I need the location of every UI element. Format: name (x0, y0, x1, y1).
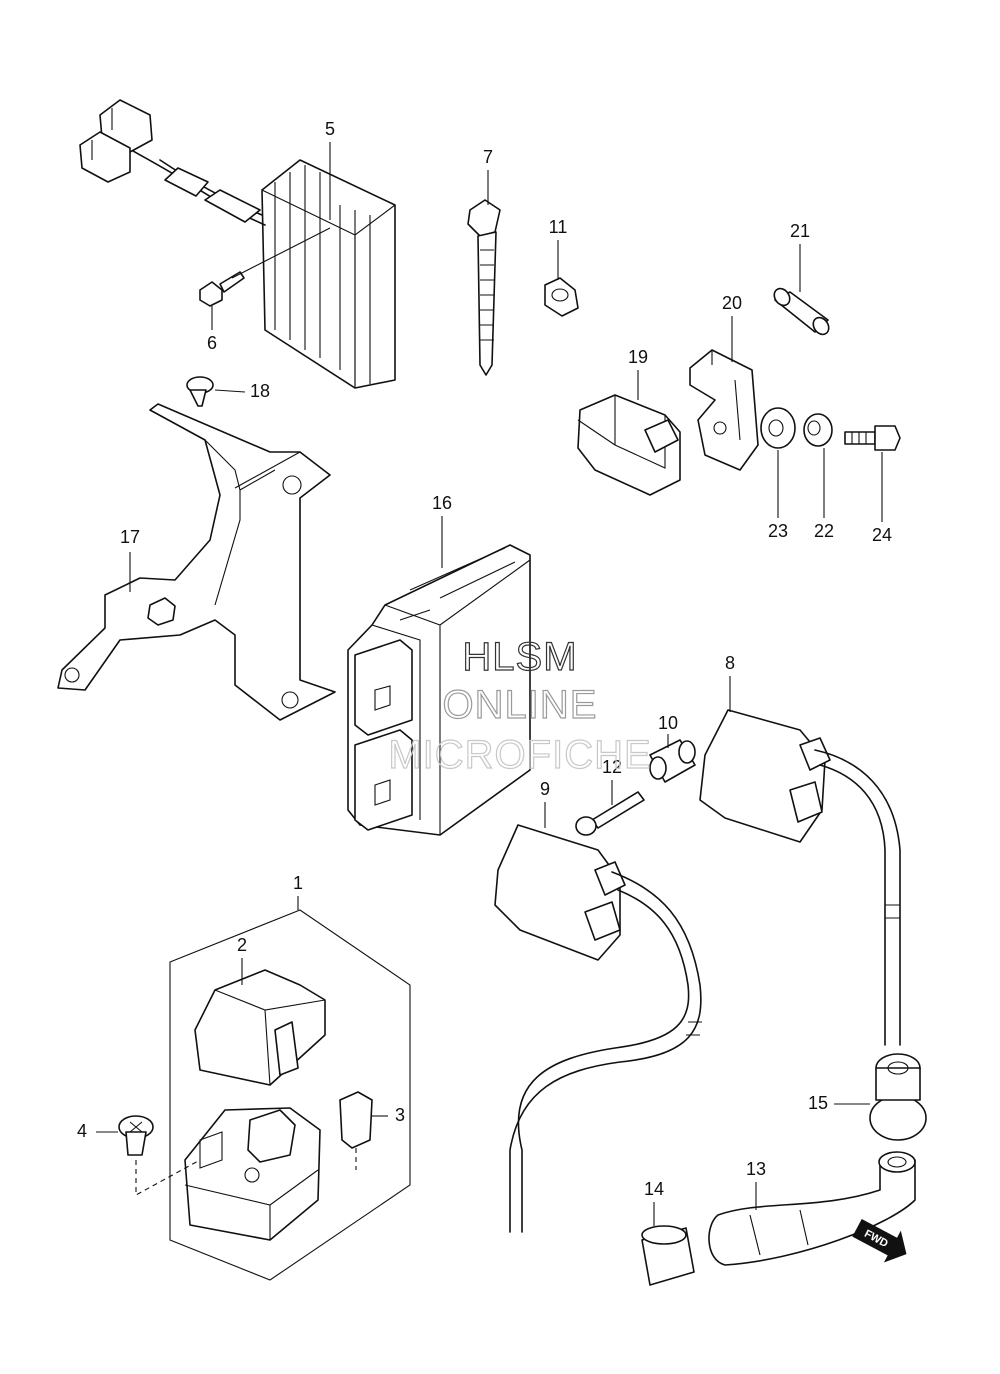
part-19-relay[interactable] (577, 394, 681, 496)
callout-20: 20 (722, 293, 742, 313)
part-11-clip[interactable] (544, 277, 579, 317)
watermark-line3: MICROFICHE (388, 733, 651, 777)
callout-14: 14 (644, 1179, 664, 1199)
part-13-plug-cap[interactable] (708, 1151, 916, 1266)
part-6-bolt[interactable] (199, 271, 245, 307)
callout-2: 2 (237, 935, 247, 955)
part-23-grommet[interactable] (760, 407, 796, 449)
callout-12: 12 (602, 757, 622, 777)
watermark-line1: HLSM (462, 635, 577, 679)
part-17-bracket[interactable] (57, 403, 336, 721)
part-18-screw[interactable] (186, 376, 214, 407)
callout-5: 5 (325, 119, 335, 139)
callout-17: 17 (120, 527, 140, 547)
callout-4: 4 (77, 1121, 87, 1141)
callout-7: 7 (483, 147, 493, 167)
part-16-ecm[interactable] (347, 544, 531, 836)
part-22-spacer[interactable] (803, 413, 833, 447)
fwd-arrow-icon: FWD (852, 1218, 907, 1263)
watermark-line2: ONLINE (443, 683, 598, 727)
callout-22: 22 (814, 521, 834, 541)
leader-18 (214, 389, 246, 393)
part-10-collar[interactable] (649, 739, 696, 783)
watermark: HLSM ONLINE MICROFICHE (388, 634, 652, 777)
part-7-cable-tie[interactable] (467, 199, 501, 376)
callout-16: 16 (432, 493, 452, 513)
part-9-ignition-coil[interactable] (494, 824, 702, 1233)
fuse-box-base[interactable] (184, 1107, 321, 1241)
callout-8: 8 (725, 653, 735, 673)
callout-21: 21 (790, 221, 810, 241)
callout-6: 6 (207, 333, 217, 353)
leader-4b (135, 1159, 201, 1196)
callout-13: 13 (746, 1159, 766, 1179)
callout-11: 11 (549, 217, 568, 237)
callout-15: 15 (808, 1093, 828, 1113)
callout-9: 9 (540, 779, 550, 799)
callout-3: 3 (395, 1105, 405, 1125)
callout-18: 18 (250, 381, 270, 401)
callout-24: 24 (872, 525, 892, 545)
callout-23: 23 (768, 521, 788, 541)
part-1-fuse-box-group (169, 909, 411, 1281)
part-5-regulator[interactable] (79, 99, 396, 389)
part-8-ignition-coil[interactable] (699, 709, 901, 1046)
part-4-screw[interactable] (118, 1115, 154, 1156)
callout-19: 19 (628, 347, 648, 367)
callout-10: 10 (658, 713, 678, 733)
part-12-bolt[interactable] (575, 791, 645, 836)
leader-6b (231, 227, 331, 279)
part-2-cover[interactable] (194, 969, 326, 1086)
callout-1: 1 (293, 873, 303, 893)
part-15-cap[interactable] (869, 1053, 927, 1141)
part-20-bracket[interactable] (689, 349, 759, 471)
part-24-bolt[interactable] (844, 425, 901, 451)
part-14-seal[interactable] (641, 1225, 695, 1286)
part-21-collar[interactable] (771, 286, 832, 338)
part-3-fuse[interactable] (339, 1091, 373, 1149)
